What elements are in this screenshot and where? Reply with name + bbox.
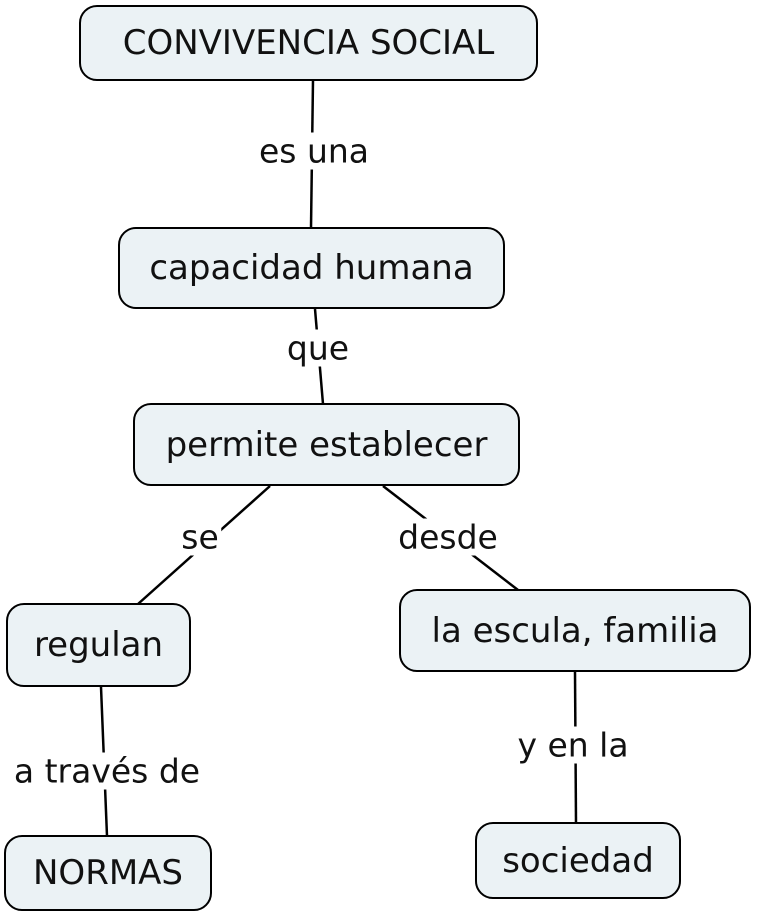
concept-node-capacidad-humana[interactable]: capacidad humana bbox=[118, 227, 505, 309]
concept-label: la escula, familia bbox=[431, 610, 719, 651]
concept-label: sociedad bbox=[502, 840, 654, 881]
concept-label: regulan bbox=[33, 625, 164, 665]
link-label-y-en-la: y en la bbox=[515, 725, 631, 765]
link-label-se: se bbox=[179, 517, 221, 557]
concept-node-sociedad[interactable]: sociedad bbox=[475, 822, 681, 899]
concept-node-convivencia-social[interactable]: CONVIVENCIA SOCIAL bbox=[79, 5, 538, 81]
link-label-que: que bbox=[284, 328, 352, 368]
concept-node-permite-establecer[interactable]: permite establecer bbox=[133, 403, 520, 486]
link-label-es-una: es una bbox=[256, 131, 372, 171]
link-label-a-traves-de: a través de bbox=[11, 751, 203, 791]
concept-node-normas[interactable]: NORMAS bbox=[4, 835, 212, 911]
concept-label: capacidad humana bbox=[149, 248, 474, 288]
concept-node-la-escuela-familia[interactable]: la escula, familia bbox=[399, 589, 751, 672]
link-label-desde: desde bbox=[396, 517, 500, 557]
concept-node-regulan[interactable]: regulan bbox=[6, 603, 191, 687]
concept-label: CONVIVENCIA SOCIAL bbox=[122, 23, 495, 63]
concept-label: NORMAS bbox=[33, 853, 183, 893]
concept-label: permite establecer bbox=[165, 424, 488, 465]
